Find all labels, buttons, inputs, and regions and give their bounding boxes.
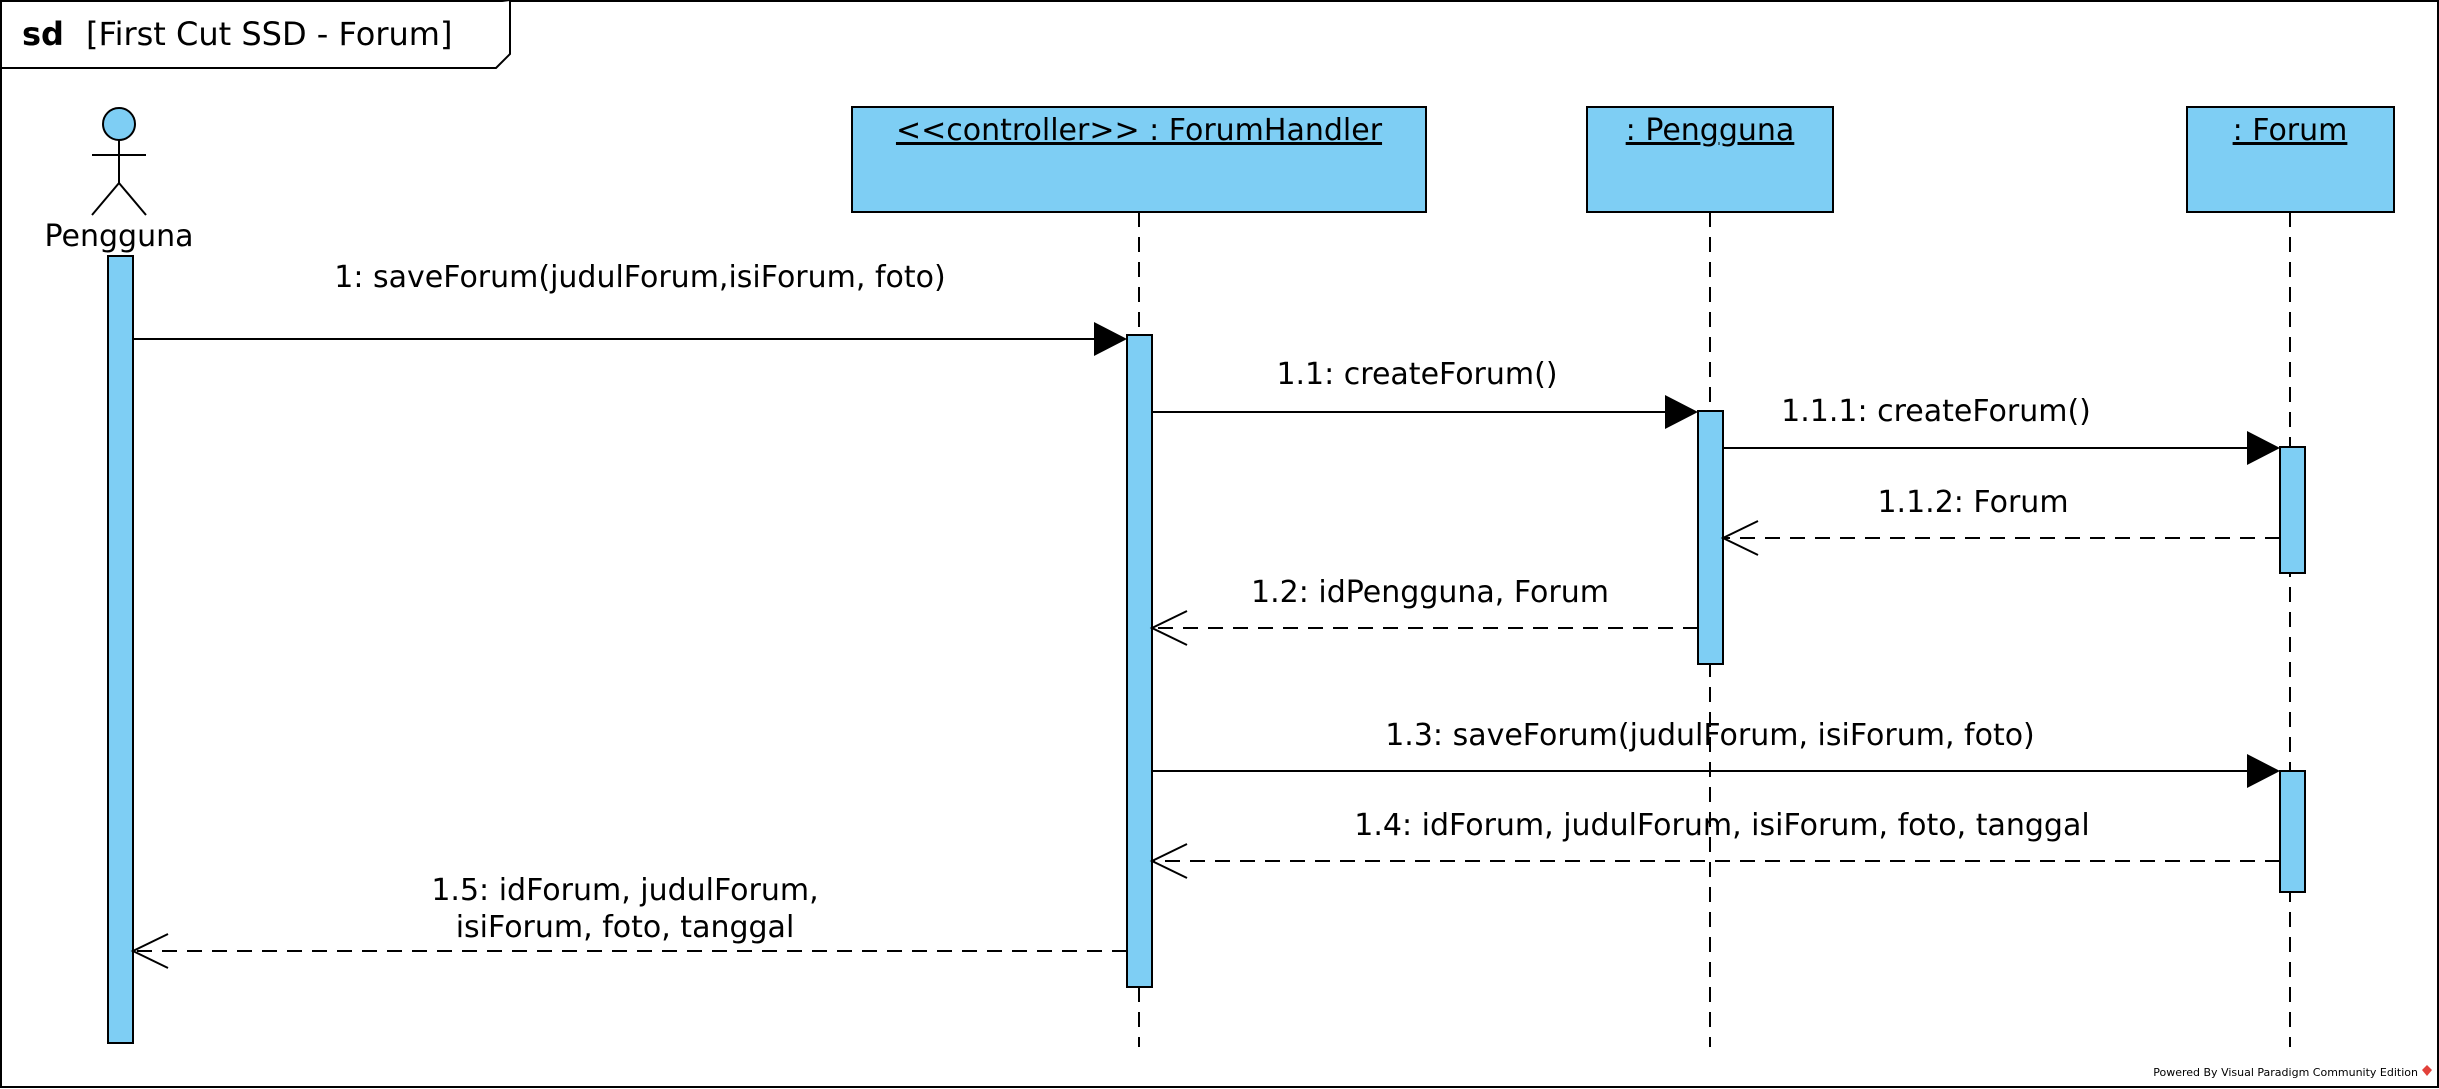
message-1-2: 1.2: idPengguna, Forum [1149,575,1698,646]
message-1-3: 1.3: saveForum(judulForum, isiForum, fot… [1152,718,2280,788]
message-1-5: 1.5: idForum, judulForum, isiForum, foto… [130,873,1127,969]
message-1-1-2: 1.1.2: Forum [1720,485,2280,556]
lifeline-label-forum: : Forum [2233,113,2348,148]
actor-pengguna[interactable]: Pengguna [45,107,194,254]
message-label: 1.3: saveForum(judulForum, isiForum, fot… [1385,718,2035,753]
message-label: 1.1.2: Forum [1877,485,2068,520]
watermark-text: Powered By Visual Paradigm Community Edi… [2153,1066,2418,1079]
activation-bar-forum-1 [2279,446,2306,574]
activation-bar-forumhandler [1126,334,1153,988]
lifeline-head-pengguna[interactable] [1586,106,1834,213]
message-label-line-1: 1.5: idForum, judulForum, [431,873,818,908]
message-1-4: 1.4: idForum, judulForum, isiForum, foto… [1149,808,2280,879]
message-label: 1.4: idForum, judulForum, isiForum, foto… [1354,808,2089,843]
message-label: 1.1: createForum() [1276,357,1557,392]
message-label: 1: saveForum(judulForum,isiForum, foto) [334,260,945,295]
frame-title-tab [1,1,511,69]
message-1-1-1: 1.1.1: createForum() [1723,394,2280,465]
visual-paradigm-logo-icon [2422,1065,2432,1076]
actor-head [102,107,136,141]
message-label-line-2: isiForum, foto, tanggal [456,910,795,945]
message-label: 1.2: idPengguna, Forum [1251,575,1609,610]
frame-title: [First Cut SSD - Forum] [86,15,452,53]
activation-bar-pengguna [1697,410,1724,665]
message-1-1: 1.1: createForum() [1152,357,1698,429]
activation-bar-forum-2 [2279,770,2306,893]
message-1: 1: saveForum(judulForum,isiForum, foto) [133,260,1127,356]
actor-activation-bar [107,255,134,1044]
message-label: 1.1.1: createForum() [1781,394,2091,429]
lifeline-label-pengguna: : Pengguna [1626,113,1795,148]
lifeline-label-forumhandler: <<controller>> : ForumHandler [896,113,1383,148]
frame-keyword: sd [22,15,64,53]
actor-label: Pengguna [45,219,194,254]
lifeline-head-forumhandler[interactable] [851,106,1427,213]
